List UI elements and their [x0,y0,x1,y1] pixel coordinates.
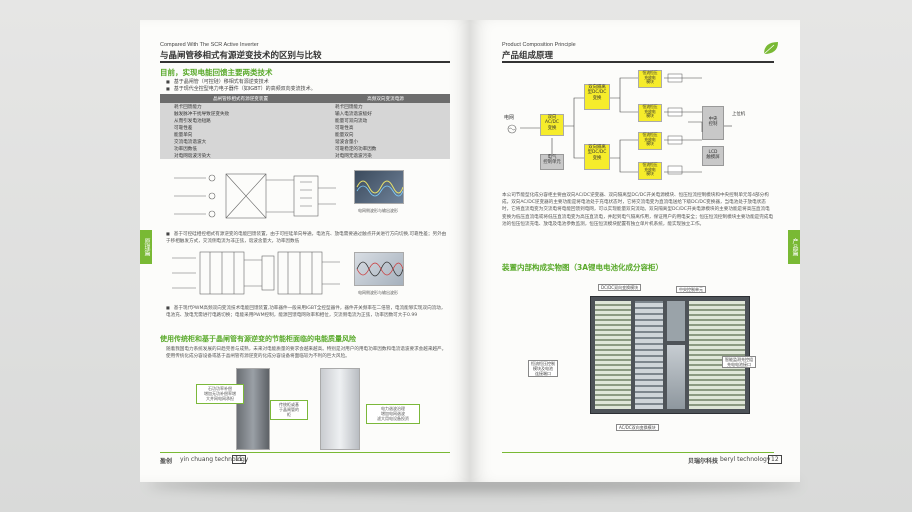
traditional-cabinet-photo [236,368,270,450]
diagram-central-control: 中央 控制 [702,106,724,140]
left-header-rule [160,61,450,63]
note-harmonic-control: 电力谐波治理 增加电网谐波 滤大用电设备投资 [366,404,420,424]
table-cell: 触发脉冲干扰导致逆变失败 [160,110,322,117]
table-cell: 功率因数低 [160,145,322,152]
left-section2-para: 随着我国电力系统发展的日趋完善与成熟，未来对电能质量的要求会越来越高。特别是对用… [166,347,447,360]
table-cell: 可靠性差 [160,124,322,131]
diagram-dcdc-box-1: 双向隔离 型DC/DC 变换 [584,84,610,110]
scope-screenshot-2 [354,252,404,286]
table-row: 可靠性差可靠性高 [160,124,450,131]
table-row: 交流电流谐波大谐波含量小 [160,138,450,145]
diagram-lcd: LCD 触摸屏 [702,146,724,166]
diagram-grid-label: 电网 [504,115,515,121]
waveform-icon [356,180,404,197]
right-section-title: 装置内部构成实物图（3A锂电电池化成分容柜） [502,263,664,272]
cabinet-acdc-unit [667,345,685,409]
scope-screenshot-1 [354,170,404,204]
table-cell: 对电网谐波污染大 [160,152,322,159]
table-row: 从而引发电池短路能量可双向流动 [160,117,450,124]
cabinet-right-rack [689,301,745,409]
right-body-text: 本公司节能型化成分容柜主要由双向AC/DC逆变器、双向隔离型DC/DC开关电源模… [502,193,774,227]
open-brochure: Compared With The SCR Active Inverter 与晶… [140,20,800,482]
table-cell: 能量单向 [160,131,322,138]
table-cell: 从而引发电池短路 [160,117,322,124]
label-dcdc: DC/DC双向变换模块 [598,284,642,291]
cabinet-dcdc-rack [635,301,663,409]
scope-caption-2: 电网侧波形与输出波形 [358,290,398,295]
table-cell: 谐波含量小 [321,138,450,145]
left-page-number: 11 [232,455,246,464]
left-footer-brand: 盈创 [160,458,173,465]
table-header-row: 晶闸管移相式有源逆变装置 高频双向变流电源 [160,94,450,103]
left-bullet-scr-desc: 基于可控硅相控相式有源逆变的电能回馈装置，由于可控硅单向导通，电池充、放电需要通… [166,230,450,245]
sine-wave-icon [356,261,404,277]
table-row: 对电网谐波污染大对电网无谐波污染 [160,152,450,159]
diagram-upper-pc: 上位机 [732,112,746,117]
right-footer-rule [502,452,774,453]
right-side-tab: 产品篇 [788,230,800,264]
left-bullet-pwm-desc: 基于现代PWM高频双向变流技术电能回馈装置,功率器件一般采用IGBT全控型器件，… [166,304,450,319]
scr-circuit-diagram [166,168,346,224]
leaf-icon [763,42,778,55]
grid-source-icon [507,124,517,134]
note-traditional-cabinet: 传统柜或基 于晶闸管的 柜 [270,400,308,420]
table-cell: 对电网无谐波污染 [321,152,450,159]
diagram-module-4: 恒流恒压 充放电 模块 [638,162,662,180]
table-cell: 能量双向 [321,131,450,138]
left-bullet-2: 基于现代全控型电力电子器件（如IGBT）的高频双向变流技术。 [166,85,316,92]
diagram-dcdc-box-2: 双向隔离 型DC/DC 变换 [584,144,610,170]
table-row: 功率因数低可靠稳定的功率因数 [160,145,450,152]
left-header-en: Compared With The SCR Active Inverter [160,42,259,48]
diagram-module-1: 恒流恒压 充放电 模块 [638,70,662,88]
table-header-hf: 高频双向变流电源 [321,94,450,103]
right-footer-brand: 贝瑞尔科技 [688,458,719,465]
left-section1-title: 目前，实现电能回馈主要两类技术 [160,68,273,77]
comparison-table: 晶闸管移相式有源逆变装置 高频双向变流电源 耗卡回馈能力耗卡回馈能力 触发脉冲干… [160,94,450,159]
left-page: Compared With The SCR Active Inverter 与晶… [140,20,470,482]
right-header-en: Product Composition Principle [502,42,576,48]
right-page-number: 12 [768,455,782,464]
left-bullet-1: 基于晶闸管（可控硅）移相式有源逆变技术 [166,78,269,85]
cabinet-central-unit [667,301,685,341]
diagram-connectors [520,77,732,173]
table-cell: 输入电流谐波极好 [321,110,450,117]
label-acdc: AC/DC双向变换模块 [616,424,659,431]
cabinet-left-rack [595,301,631,409]
table-cell: 可靠性高 [321,124,450,131]
note-reactive-power: 石功功率补偿 增加无功补偿率增 大并网电网承担 [196,384,244,404]
left-footer-en: yin chuang technology [180,456,249,463]
table-cell: 耗卡回馈能力 [160,103,322,110]
scope-caption-1: 电网侧波形与输出波形 [358,208,398,213]
left-section2-title: 使用传统柜和基于晶闸管有源逆变的节能柜面临的电能质量风险 [160,335,356,343]
label-central-control: 中央控制单元 [676,286,706,293]
right-header-rule [502,61,774,63]
scr-cabinet-photo [320,368,360,450]
table-row: 触发脉冲干扰导致逆变失败输入电流谐波极好 [160,110,450,117]
table-cell: 交流电流谐波大 [160,138,322,145]
left-header-cn: 与晶闸管移相式有源逆变技术的区别与比较 [160,51,322,61]
table-row: 耗卡回馈能力耗卡回馈能力 [160,103,450,110]
diagram-module-2: 恒流恒压 充放电 模块 [638,104,662,122]
diagram-control-unit: 电气 控制单元 [540,154,564,170]
cabinet-photo [590,296,750,414]
label-smart-monitor: 智能监测充控组 充电电池接口 [722,356,756,368]
label-cc-module: 恒流恒压控制 模块及电池 连接端口 [528,360,558,377]
diagram-module-3: 恒流恒压 充放电 模块 [638,132,662,150]
table-row: 能量单向能量双向 [160,131,450,138]
table-cell: 能量可双向流动 [321,117,450,124]
right-page: Product Composition Principle 产品组成原理 电网 … [470,20,800,482]
left-footer-rule [160,452,450,453]
table-header-scr: 晶闸管移相式有源逆变装置 [160,94,322,103]
right-footer-en: beryl technology [720,456,771,463]
igbt-circuit-diagram [172,251,340,295]
diagram-acdc-box: 双向 AC/DC 变换 [540,114,564,136]
left-side-tab: 原理篇 [140,230,152,264]
right-header-cn: 产品组成原理 [502,51,554,61]
table-cell: 可靠稳定的功率因数 [321,145,450,152]
table-cell: 耗卡回馈能力 [321,103,450,110]
